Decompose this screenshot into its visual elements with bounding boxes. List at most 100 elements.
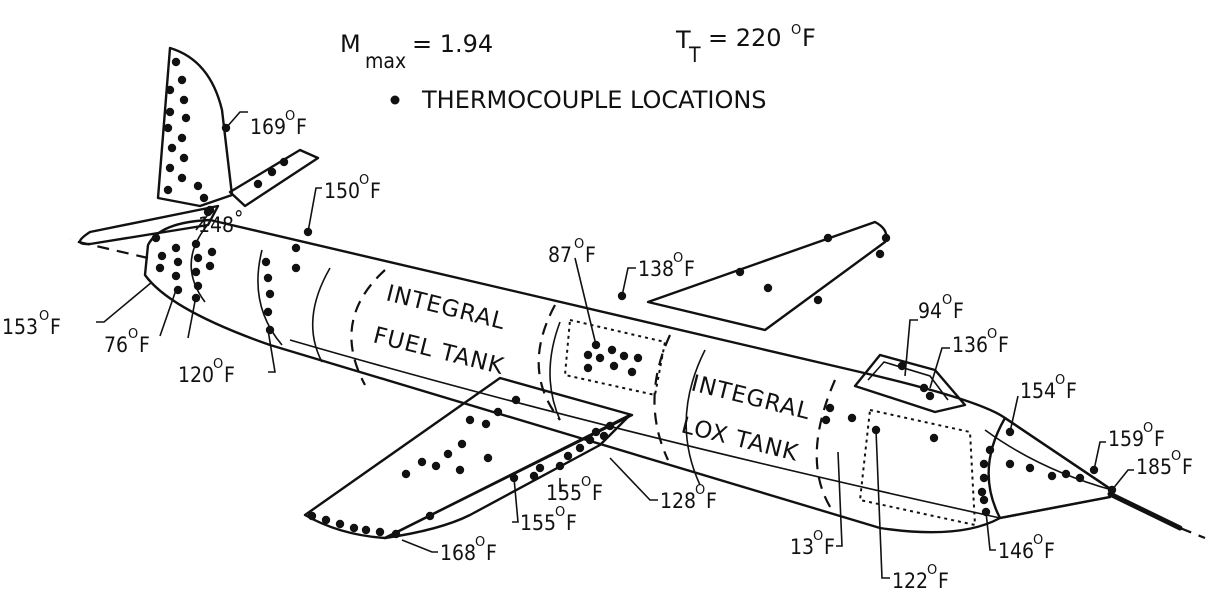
svg-text:O: O [1171, 449, 1181, 464]
svg-text:O: O [942, 293, 952, 308]
thermocouple-dot [163, 123, 173, 133]
thermocouple-dot [1061, 469, 1071, 479]
thermocouple-dot [763, 283, 773, 293]
svg-text:76: 76 [104, 333, 128, 357]
svg-text:F: F [1182, 455, 1193, 479]
tt-degree: O [791, 23, 801, 38]
thermocouple-dot [267, 167, 277, 177]
thermocouple-dot [263, 307, 273, 317]
thermocouple-dot [607, 345, 617, 355]
thermocouple-dot [979, 473, 989, 483]
thermocouple-dot [199, 193, 209, 203]
legend-label: THERMOCOUPLE LOCATIONS [421, 86, 767, 114]
thermocouple-dot [165, 163, 175, 173]
thermocouple-dot [595, 353, 605, 363]
thermocouple-dot [205, 261, 215, 271]
svg-text:O: O [673, 251, 683, 266]
thermocouple-dot [555, 461, 565, 471]
thermocouple-dot [897, 361, 907, 371]
thermocouple-dot [171, 271, 181, 281]
svg-text:122: 122 [892, 569, 928, 593]
probe-axis [1179, 526, 1206, 540]
nose-edge [984, 429, 1113, 491]
svg-text:F: F [139, 333, 150, 357]
thermocouple-dot [193, 253, 203, 263]
thermocouple-dot [583, 350, 593, 360]
svg-text:F: F [592, 481, 603, 505]
thermocouple-dot [361, 525, 371, 535]
thermocouple-dot [979, 459, 989, 469]
thermocouple-dot [417, 457, 427, 467]
thermocouple-dot [605, 421, 615, 431]
svg-text:146: 146 [998, 539, 1034, 563]
thermocouple-dot [165, 85, 175, 95]
thermocouple-dot [925, 391, 935, 401]
thermocouple-dot [279, 157, 289, 167]
section-line-3 [311, 267, 331, 363]
tt-subscript: T [688, 43, 701, 67]
thermocouple-dot [735, 267, 745, 277]
svg-text:148: 148 [198, 213, 234, 237]
svg-text:O: O [574, 237, 584, 252]
thermocouple-dot [265, 289, 275, 299]
svg-text:F: F [50, 315, 61, 339]
thermocouple-dot [265, 325, 275, 335]
thermocouple-dot [321, 515, 331, 525]
nose-probe [1107, 491, 1183, 531]
thermocouple-dot [985, 445, 995, 455]
thermocouple-dot [575, 443, 585, 453]
svg-text:O: O [813, 529, 823, 544]
thermocouple-dot [179, 153, 189, 163]
thermocouple-dot [465, 415, 475, 425]
svg-text:153: 153 [2, 315, 38, 339]
tail-axis [69, 238, 149, 260]
svg-text:F: F [706, 489, 717, 513]
mach-subscript: max [365, 49, 406, 73]
svg-text:O: O [1143, 421, 1153, 436]
thermocouple-dot [171, 243, 181, 253]
svg-text:O: O [475, 535, 485, 550]
thermocouple-dot [167, 143, 177, 153]
fuel-tank-forward [350, 269, 386, 386]
header: M max = 1.94 T T = 220 O F THERMOCOUPLE … [340, 23, 816, 114]
svg-text:O: O [1055, 373, 1065, 388]
svg-text:185: 185 [1136, 455, 1172, 479]
thermocouple-dot [823, 233, 833, 243]
svg-text:128: 128 [660, 489, 696, 513]
thermocouple-dot [191, 267, 201, 277]
thermocouple-dot [599, 431, 609, 441]
svg-text:O: O [1033, 533, 1043, 548]
svg-text:F: F [1066, 379, 1077, 403]
fuel-tank-aft [537, 304, 561, 421]
temp-148: 148° [198, 207, 243, 237]
svg-text:F: F [938, 569, 949, 593]
vehicle-drawing [69, 46, 1206, 540]
thermocouple-dot [609, 361, 619, 371]
tt-value: = 220 [708, 24, 782, 52]
tt-symbol: T [675, 26, 691, 54]
thermocouple-dot [591, 427, 601, 437]
thermocouple-dot [619, 351, 629, 361]
thermocouple-dot [349, 523, 359, 533]
thermocouple-dot [443, 449, 453, 459]
thermocouple-dot [155, 263, 165, 273]
thermocouple-dot [825, 403, 835, 413]
svg-text:O: O [359, 173, 369, 188]
thermocouple-dot [457, 439, 467, 449]
thermocouple-dot [207, 247, 217, 257]
thermocouple-dot [1075, 473, 1085, 483]
thermocouple-dot [455, 465, 465, 475]
canopy [853, 353, 967, 414]
